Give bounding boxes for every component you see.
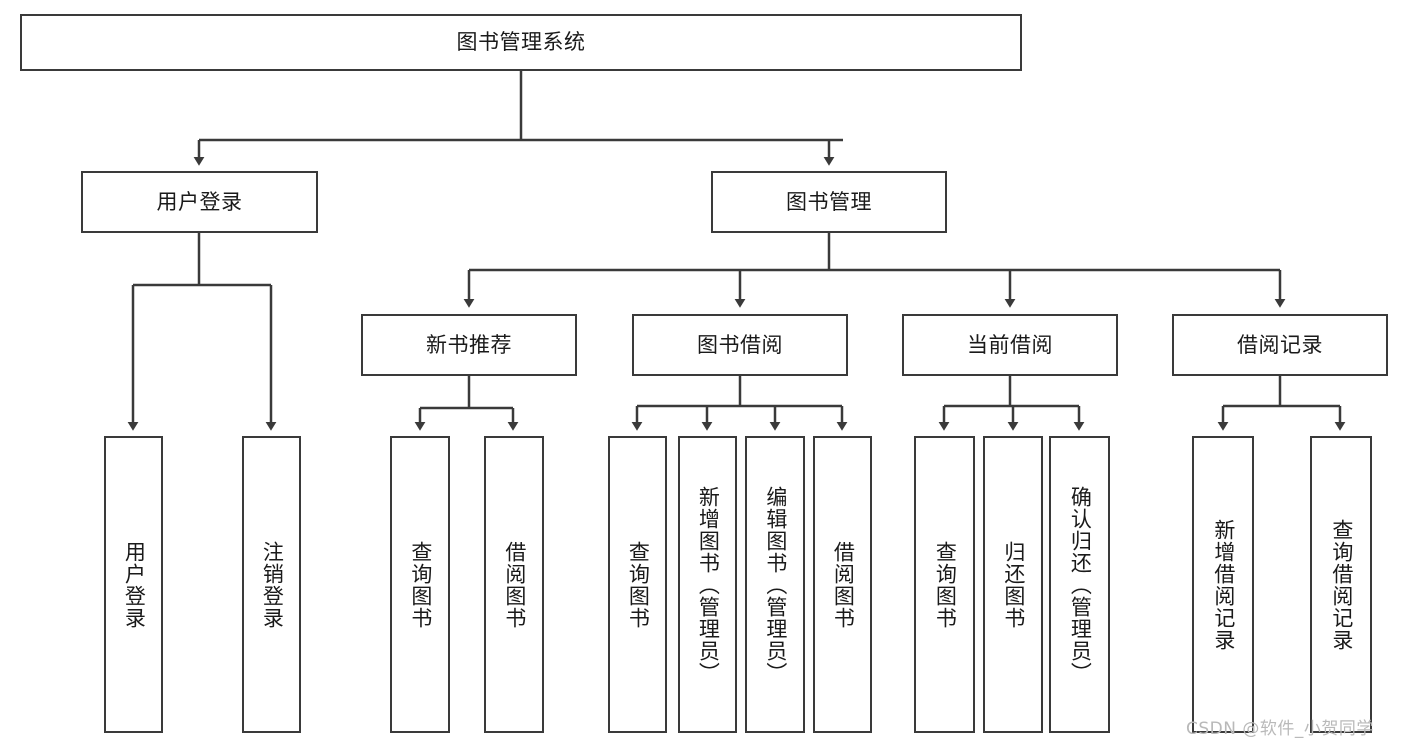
node-leaf-query-book-2[interactable]: 查询图书	[608, 436, 667, 733]
node-current-borrow-label: 当前借阅	[967, 332, 1053, 357]
node-book-manage[interactable]: 图书管理	[711, 171, 947, 233]
node-leaf-add-book[interactable]: 新增图书（管理员）	[678, 436, 737, 733]
node-new-book-rec[interactable]: 新书推荐	[361, 314, 577, 376]
node-leaf-query-record[interactable]: 查询借阅记录	[1310, 436, 1372, 733]
node-leaf-borrow-book-1-label: 借阅图书	[502, 540, 527, 629]
node-leaf-add-book-label: 新增图书（管理员）	[696, 485, 721, 684]
node-book-borrow-label: 图书借阅	[697, 332, 783, 357]
node-leaf-edit-book-label: 编辑图书（管理员）	[763, 485, 788, 684]
node-leaf-confirm-return-label: 确认归还（管理员）	[1068, 485, 1093, 684]
node-user-login-label: 用户登录	[156, 189, 243, 214]
node-leaf-edit-book[interactable]: 编辑图书（管理员）	[745, 436, 805, 733]
node-borrow-record[interactable]: 借阅记录	[1172, 314, 1388, 376]
node-leaf-logout-login[interactable]: 注销登录	[242, 436, 301, 733]
node-leaf-confirm-return[interactable]: 确认归还（管理员）	[1049, 436, 1110, 733]
node-leaf-logout-login-label: 注销登录	[260, 540, 285, 629]
node-leaf-query-book-1-label: 查询图书	[408, 540, 433, 629]
node-leaf-user-login[interactable]: 用户登录	[104, 436, 163, 733]
node-new-book-rec-label: 新书推荐	[426, 332, 512, 357]
node-current-borrow[interactable]: 当前借阅	[902, 314, 1118, 376]
node-leaf-return-book[interactable]: 归还图书	[983, 436, 1043, 733]
node-leaf-query-book-2-label: 查询图书	[626, 540, 651, 629]
node-book-borrow[interactable]: 图书借阅	[632, 314, 848, 376]
node-leaf-query-record-label: 查询借阅记录	[1329, 518, 1354, 651]
node-root[interactable]: 图书管理系统	[20, 14, 1022, 71]
node-leaf-query-book-3[interactable]: 查询图书	[914, 436, 975, 733]
node-leaf-query-book-3-label: 查询图书	[933, 540, 958, 629]
node-borrow-record-label: 借阅记录	[1237, 332, 1323, 357]
node-leaf-user-login-label: 用户登录	[122, 540, 147, 629]
csdn-watermark: CSDN @软件_小贺同学	[1186, 719, 1374, 739]
node-leaf-borrow-book-2-label: 借阅图书	[831, 540, 856, 629]
node-leaf-borrow-book-1[interactable]: 借阅图书	[484, 436, 544, 733]
node-leaf-query-book-1[interactable]: 查询图书	[390, 436, 450, 733]
node-leaf-add-record[interactable]: 新增借阅记录	[1192, 436, 1254, 733]
node-leaf-borrow-book-2[interactable]: 借阅图书	[813, 436, 872, 733]
node-leaf-return-book-label: 归还图书	[1001, 540, 1026, 629]
node-user-login[interactable]: 用户登录	[81, 171, 318, 233]
node-root-label: 图书管理系统	[456, 30, 586, 55]
node-leaf-add-record-label: 新增借阅记录	[1211, 518, 1236, 651]
node-book-manage-label: 图书管理	[786, 189, 872, 214]
